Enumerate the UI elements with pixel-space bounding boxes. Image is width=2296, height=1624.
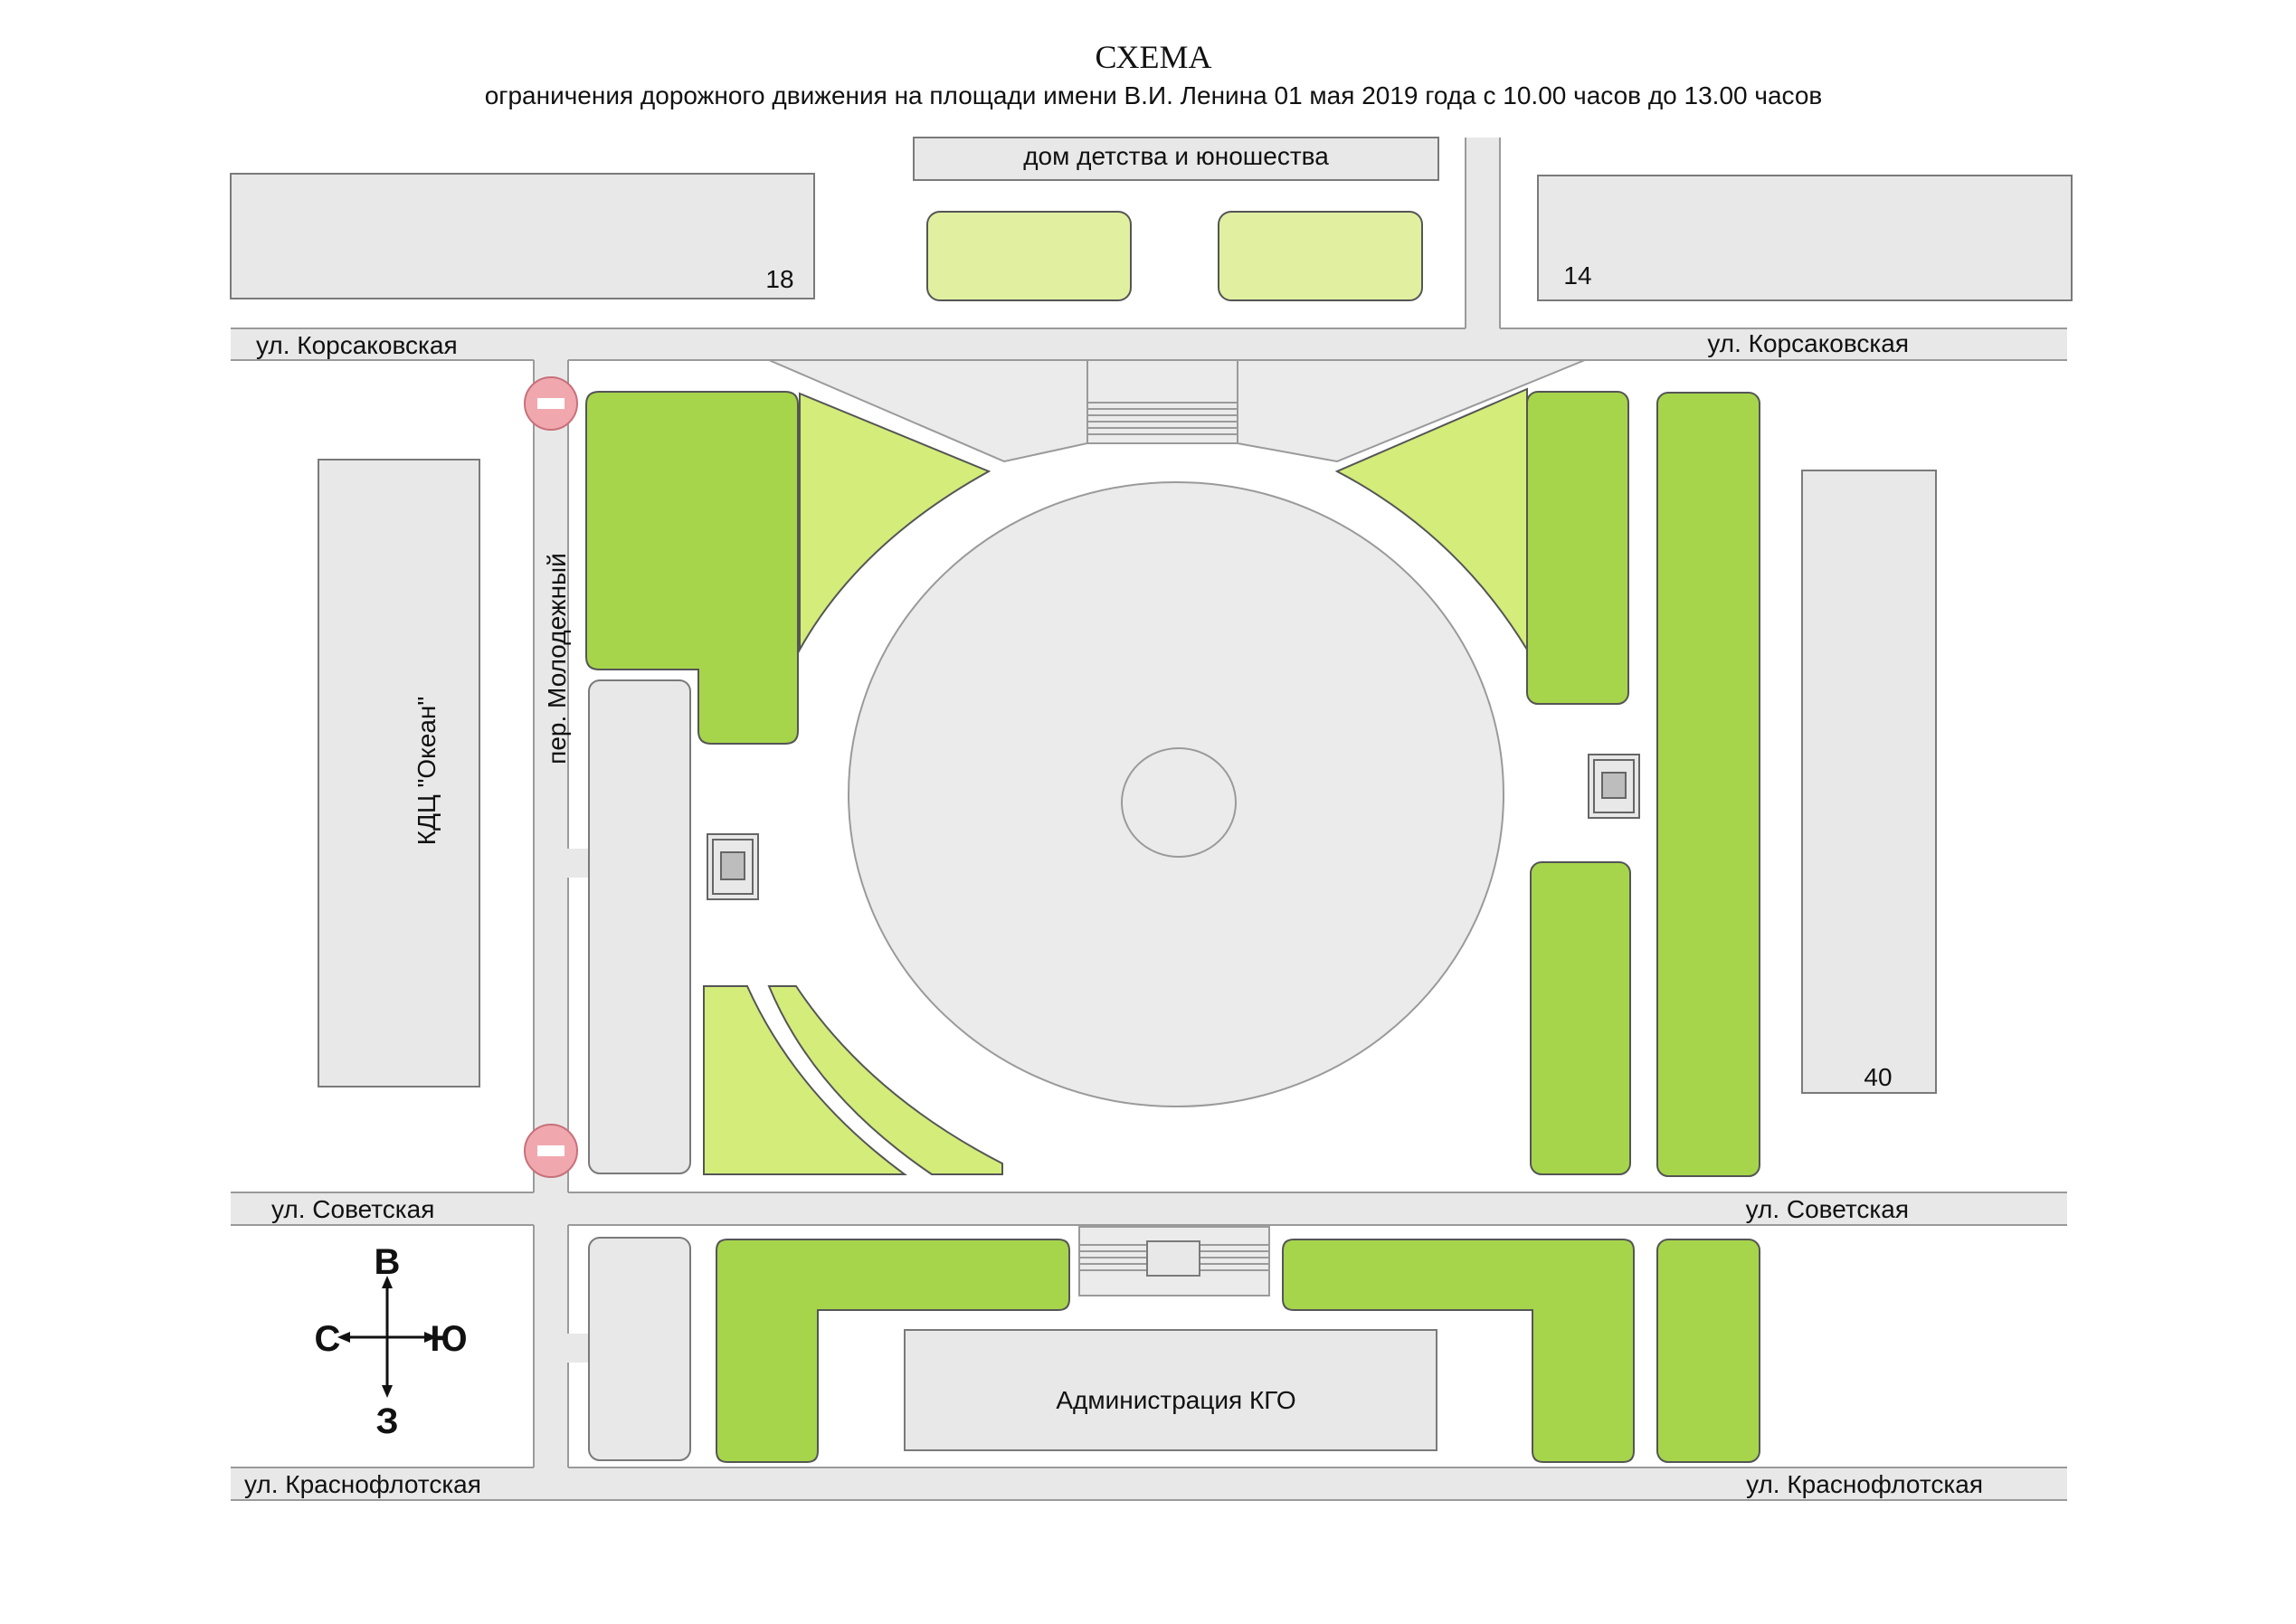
street-label-korsakovskaya-east: ул. Корсаковская: [1707, 329, 1909, 357]
building-administration: [904, 1329, 1437, 1451]
driveway: [568, 1334, 588, 1363]
label-lane-molodezhny: пер. Молодежный: [543, 553, 571, 765]
green-south-left: [716, 1239, 1070, 1463]
building-kdc-okean: [318, 459, 480, 1087]
building-parking-west: [588, 679, 691, 1174]
roads: [231, 138, 2067, 1500]
green-areas: [585, 211, 1760, 1463]
building-14: [1537, 175, 2073, 301]
map-subtitle: ограничения дорожного движения на площад…: [485, 81, 1823, 109]
green-east-triangle: [1334, 387, 1528, 653]
green-south-east: [1656, 1239, 1760, 1463]
road-krasnoflotskaya: [231, 1467, 2067, 1500]
street-label-krasnoflotskaya-west: ул. Краснофлотская: [244, 1470, 481, 1498]
green-east-lower: [1530, 861, 1631, 1175]
building-40: [1801, 470, 1937, 1094]
central-circle: [1121, 747, 1237, 858]
green-southwest-strip: [767, 985, 1003, 1175]
street-label-sovetskaya-east: ул. Советская: [1746, 1195, 1909, 1223]
compass-east-label: В: [375, 1242, 401, 1282]
green-west-triangle: [799, 392, 991, 653]
plaza: [768, 359, 1586, 1296]
label-building-18: 18: [765, 265, 793, 293]
map-title: СХЕМА: [1095, 39, 1211, 75]
label-building-40: 40: [1864, 1063, 1892, 1091]
label-kdc-okean: КДЦ "Океан": [413, 697, 441, 846]
south-steps-platform: [1146, 1240, 1200, 1277]
no-entry-icon: [524, 1124, 578, 1178]
road-molodezhny: [534, 360, 568, 1467]
street-label-sovetskaya-west: ул. Советская: [271, 1195, 434, 1223]
label-building-14: 14: [1563, 261, 1591, 290]
monument-icon: [1588, 754, 1640, 819]
green-east-upper: [1526, 391, 1629, 705]
street-label-korsakovskaya-west: ул. Корсаковская: [256, 331, 458, 359]
building-house-of-childhood: [913, 137, 1439, 181]
street-label-krasnoflotskaya-east: ул. Краснофлотская: [1746, 1470, 1983, 1498]
compass-west-label: З: [375, 1401, 398, 1441]
green-east-long: [1656, 392, 1760, 1177]
building-18: [230, 173, 815, 299]
building-parking-southwest: [588, 1237, 691, 1461]
compass-north-label: С: [315, 1319, 341, 1359]
driveway: [568, 849, 588, 878]
green-west-block: [585, 391, 799, 745]
label-house-of-childhood: дом детства и юношества: [1023, 142, 1329, 170]
buildings: [230, 137, 2073, 1461]
label-administration: Администрация КГО: [1056, 1386, 1295, 1414]
no-entry-icon: [524, 376, 578, 431]
green-south-right: [1282, 1239, 1635, 1463]
green-north-right: [1218, 211, 1423, 301]
compass-rose: [337, 1276, 437, 1398]
monument-icon: [707, 833, 759, 900]
road-north-lane: [1466, 138, 1500, 328]
road-korsakovskaya: [231, 328, 2067, 360]
green-southwest-wedge: [703, 985, 908, 1175]
green-north-left: [926, 211, 1132, 301]
north-steps-lines: [1087, 402, 1238, 435]
compass-south-label: Ю: [430, 1319, 467, 1359]
